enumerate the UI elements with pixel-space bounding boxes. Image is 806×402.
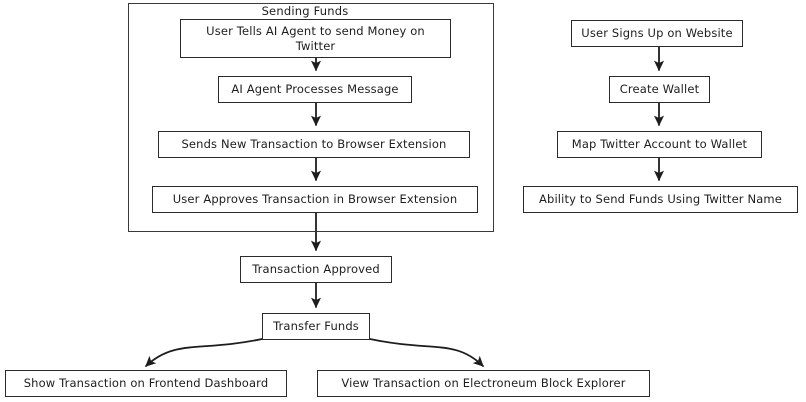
- node-ai-agent-processes[interactable]: AI Agent Processes Message: [218, 76, 412, 103]
- node-map-twitter-account[interactable]: Map Twitter Account to Wallet: [557, 131, 762, 158]
- node-label-show-transaction-dashboard: Show Transaction on Frontend Dashboard: [23, 376, 269, 391]
- node-label-sends-new-transaction: Sends New Transaction to Browser Extensi…: [181, 137, 447, 152]
- node-user-approves-transaction[interactable]: User Approves Transaction in Browser Ext…: [152, 186, 478, 213]
- node-user-tells-ai-agent[interactable]: User Tells AI Agent to send Money on Twi…: [180, 19, 451, 58]
- edge-transfer-funds-to-show-transaction-dashboard: [145, 338, 263, 367]
- node-label-ai-agent-processes: AI Agent Processes Message: [231, 82, 399, 97]
- node-transaction-approved[interactable]: Transaction Approved: [240, 256, 392, 283]
- node-ability-to-send-funds[interactable]: Ability to Send Funds Using Twitter Name: [523, 186, 798, 213]
- subgraph-sending-funds: [128, 3, 494, 232]
- node-label-user-tells-ai-agent: User Tells AI Agent to send Money on Twi…: [206, 24, 425, 53]
- node-view-transaction-explorer[interactable]: View Transaction on Electroneum Block Ex…: [317, 370, 650, 397]
- node-label-transfer-funds: Transfer Funds: [273, 319, 359, 334]
- node-label-view-transaction-explorer: View Transaction on Electroneum Block Ex…: [341, 376, 626, 391]
- node-user-signs-up[interactable]: User Signs Up on Website: [571, 20, 743, 47]
- node-transfer-funds[interactable]: Transfer Funds: [262, 313, 370, 340]
- node-label-user-signs-up: User Signs Up on Website: [581, 26, 733, 41]
- edge-group: [145, 46, 665, 367]
- node-label-create-wallet: Create Wallet: [619, 82, 700, 97]
- subgraph-title-sending-funds: Sending Funds: [261, 4, 349, 18]
- node-label-transaction-approved: Transaction Approved: [252, 262, 380, 277]
- node-create-wallet[interactable]: Create Wallet: [609, 76, 710, 103]
- node-show-transaction-dashboard[interactable]: Show Transaction on Frontend Dashboard: [5, 370, 287, 397]
- node-label-user-approves-transaction: User Approves Transaction in Browser Ext…: [172, 192, 458, 207]
- node-label-ability-to-send-funds: Ability to Send Funds Using Twitter Name: [538, 192, 783, 207]
- node-sends-new-transaction[interactable]: Sends New Transaction to Browser Extensi…: [158, 131, 470, 158]
- edge-transfer-funds-to-view-transaction-explorer: [369, 338, 484, 367]
- node-label-map-twitter-account: Map Twitter Account to Wallet: [571, 137, 748, 152]
